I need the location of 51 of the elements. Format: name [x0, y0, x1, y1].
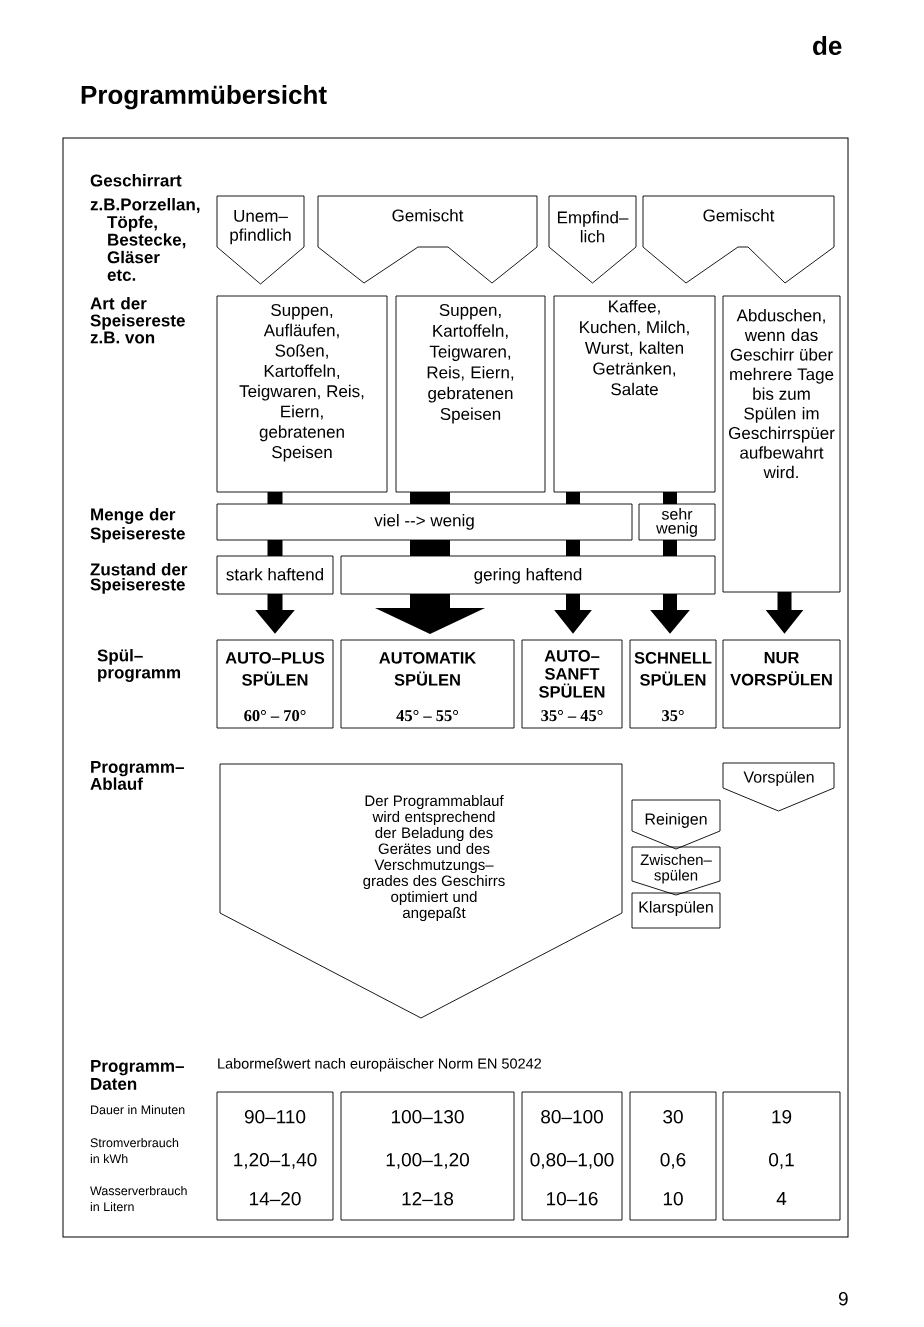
row-label: Stromverbrauch in kWh: [90, 1138, 179, 1164]
text-box: viel --> wenig: [216, 503, 633, 541]
connector-bar: [566, 540, 580, 556]
pointer-box: Unem– pfindlich: [216, 195, 305, 285]
pointer-box: Empfind– lich: [548, 195, 637, 284]
page-number: 9: [838, 1292, 848, 1306]
pointer-box: Der Programmablauf wird entsprechend der Beladung des Gerätes und des Verschmutzungs– grades des Geschirrs optimiert und angepaßt: [219, 763, 623, 1019]
connector-bar: [663, 540, 677, 556]
data-box: 30 0,6 10: [629, 1091, 717, 1221]
row-label: Menge der Speisereste: [90, 508, 185, 543]
connector-bar: [267, 492, 283, 504]
connector-bar: [566, 492, 580, 504]
data-box: 80–100 0,80–1,00 10–16: [521, 1091, 623, 1221]
row-label: z.B.Porzellan, Töpfe, Bestecke, Gläser etc.: [90, 198, 200, 281]
connector-bar: [410, 540, 450, 556]
double-pointer-box: Gemischt: [642, 195, 835, 284]
connector-bar: [410, 492, 450, 504]
language-tag: de: [813, 36, 842, 56]
data-box: 19 0,1 4: [722, 1091, 841, 1221]
row-label: Dauer in Minuten: [91, 1105, 185, 1115]
text-box: Klarspülen: [631, 892, 721, 929]
program-box: SCHNELL SPÜLEN 35°: [629, 639, 717, 729]
row-label: Zustand der Speisereste: [90, 563, 188, 594]
text-box: stark haftend: [216, 555, 334, 595]
row-label: Art der Speisereste z.B. von: [90, 297, 185, 344]
pointer-box: Reinigen: [631, 799, 721, 850]
row-label: Programm– Ablauf: [90, 761, 184, 790]
text-box: Suppen, Aufläufen, Soßen, Kartoffeln, Teigwaren, Reis, Eiern, gebratenen Speisen: [216, 295, 388, 493]
program-box: NUR VORSPÜLEN: [722, 639, 841, 729]
program-box: AUTO–PLUS SPÜLEN 60° – 70°: [216, 639, 334, 729]
block-arrow: [375, 594, 485, 634]
text-box: Suppen, Kartoffeln, Teigwaren, Reis, Eiern, gebratenen Speisen: [395, 295, 546, 493]
row-label: Geschirrart: [90, 174, 182, 187]
data-box: 100–130 1,00–1,20 12–18: [340, 1091, 515, 1221]
page-title: Programmübersicht: [81, 85, 327, 110]
text-box: Kaffee, Kuchen, Milch, Wurst, kalten Getränken, Salate: [553, 295, 716, 493]
pointer-box: Zwischen– spülen: [631, 846, 721, 896]
data-box: 90–110 1,20–1,40 14–20: [216, 1091, 334, 1221]
program-box: AUTOMATIK SPÜLEN 45° – 55°: [340, 639, 515, 729]
pointer-box: Vorspülen: [722, 762, 835, 812]
connector-bar: [267, 540, 283, 556]
row-label: Programm– Daten: [91, 1060, 184, 1090]
row-label: Wasserverbrauch in Litern: [90, 1186, 187, 1212]
text-box: Abduschen, wenn das Geschirr über mehrere Tage bis zum Spülen im Geschirrspüer aufbewahrt wird.: [722, 295, 841, 593]
row-label: Spül– programm: [97, 649, 180, 682]
note-text: Labormeßwert nach europäischer Norm EN 50242: [218, 1058, 541, 1072]
double-pointer-box: Gemischt: [317, 195, 538, 284]
text-box: gering haftend: [340, 555, 716, 595]
text-box: sehr wenig: [638, 503, 716, 541]
program-box: AUTO– SANFT SPÜLEN 35° – 45°: [521, 639, 623, 729]
connector-bar: [663, 492, 677, 504]
